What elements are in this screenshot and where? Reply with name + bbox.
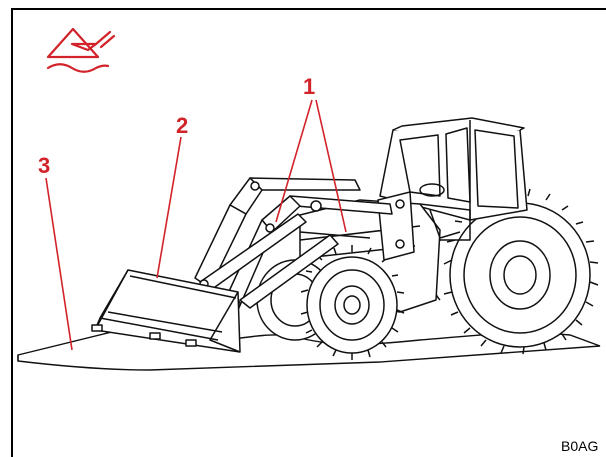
figure-code: B0AG (561, 438, 599, 454)
leader-3 (45, 177, 73, 351)
leader-1b (315, 99, 347, 233)
callout-label-1: 1 (303, 74, 316, 99)
callout-label-3: 3 (38, 153, 51, 178)
bucket (91, 269, 241, 353)
ground-surface-warning-icon (46, 27, 116, 73)
cab (379, 117, 528, 221)
callout-leaders (45, 99, 347, 351)
tractor-illustration (91, 117, 599, 360)
leader-1a (275, 99, 313, 223)
leader-2 (156, 136, 182, 279)
front-wheel (300, 245, 405, 360)
callout-label-2: 2 (176, 113, 189, 138)
rear-wheel (443, 188, 599, 355)
lift-arms (194, 177, 393, 311)
loader-mast (377, 191, 415, 261)
